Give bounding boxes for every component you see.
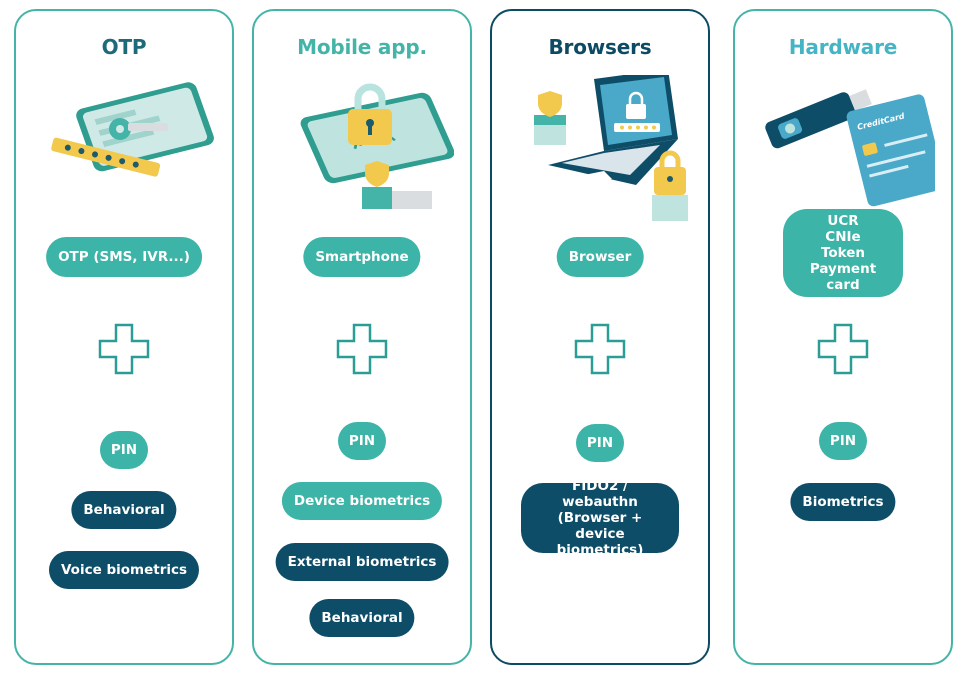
factor-pin: PIN: [100, 431, 148, 469]
usb-token-card-illustration: CreditCard: [765, 89, 935, 207]
factor-voice-biometrics: Voice biometrics: [48, 551, 200, 589]
column-hardware: Hardware CreditCard UCR CNIe Token Payme…: [733, 9, 953, 665]
factor-pin: PIN: [338, 422, 386, 460]
mobile-fingerprint-illustration: [300, 83, 454, 209]
method-pill: OTP (SMS, IVR...): [46, 237, 202, 277]
plus-icon: [817, 323, 869, 375]
column-title: Mobile app.: [297, 35, 427, 59]
factor-fido2-webauthn: FIDO2 / webauthn (Browser + device biome…: [521, 478, 679, 558]
plus-icon: [574, 323, 626, 375]
factor-behavioral: Behavioral: [309, 599, 415, 637]
column-title: Hardware: [788, 35, 898, 59]
factor-pin: PIN: [819, 422, 867, 460]
method-pill: UCR CNIe Token Payment card: [783, 209, 903, 297]
otp-phone-illustration: [51, 82, 214, 177]
method-pill: Smartphone: [303, 237, 421, 277]
plus-icon: [98, 323, 150, 375]
column-title: OTP: [101, 35, 147, 59]
column-otp: OTP OTP (SMS, IVR...) PIN Behavioral Voi…: [14, 9, 234, 665]
factor-biometrics: Biometrics: [790, 483, 896, 521]
factor-pin: PIN: [576, 424, 624, 462]
column-browsers: Browsers Browser PIN FIDO2 / webauthn (B…: [490, 9, 710, 665]
plus-icon: [336, 323, 388, 375]
factor-behavioral: Behavioral: [71, 491, 177, 529]
column-mobile-app: Mobile app. Smartphone PIN Device biomet…: [252, 9, 472, 665]
laptop-lock-illustration: [534, 75, 688, 221]
column-title: Browsers: [548, 35, 652, 59]
method-pill: Browser: [556, 237, 644, 277]
factor-external-biometrics: External biometrics: [275, 543, 449, 581]
factor-device-biometrics: Device biometrics: [281, 482, 443, 520]
